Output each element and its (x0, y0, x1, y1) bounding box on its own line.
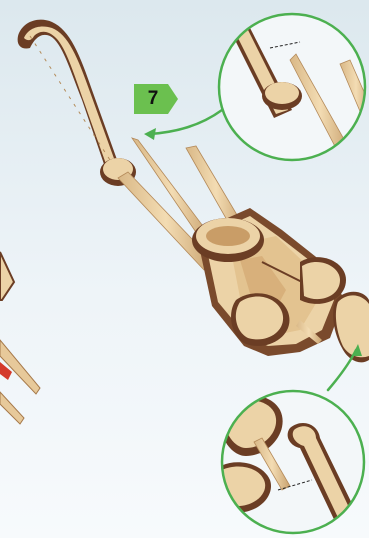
step-number: 7 (134, 86, 172, 112)
step-badge: 7 (134, 84, 178, 114)
